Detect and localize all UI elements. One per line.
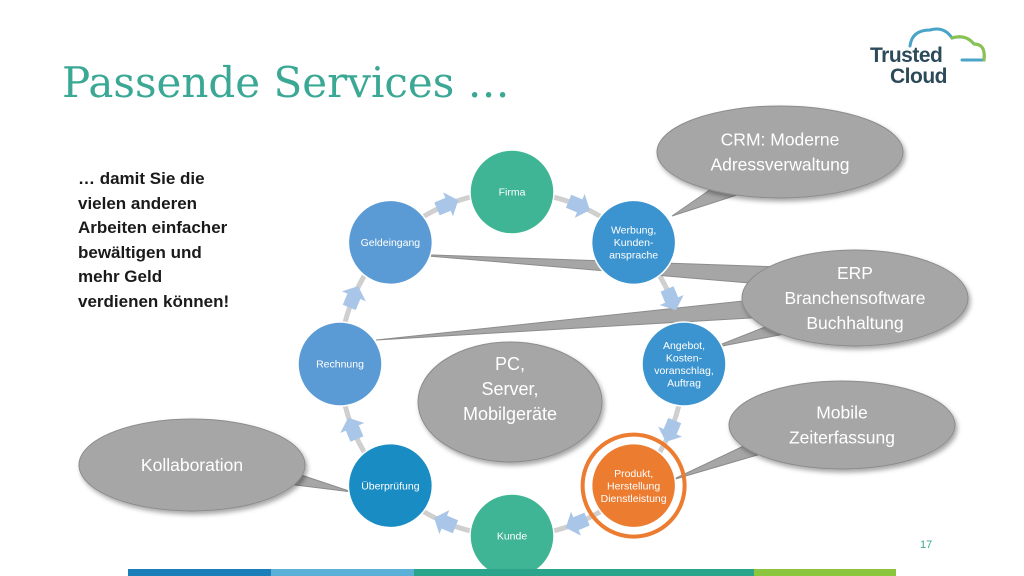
center-bubble: PC, Server, Mobilgeräte [417, 341, 603, 463]
intro-line: mehr Geld [78, 267, 163, 286]
cycle-node-firma: Firma [469, 149, 555, 235]
footer-segment [754, 569, 896, 576]
logo-text-line1: Trusted [870, 44, 943, 67]
footer-segment [414, 569, 754, 576]
node-label: Dienstleistung [601, 493, 667, 505]
intro-line: bewältigen und [78, 242, 202, 262]
intro-line: … damit Sie die [78, 169, 205, 188]
node-circle [641, 321, 727, 407]
node-label: Herstellung [607, 480, 660, 492]
cycle-node-kunde: Kunde [469, 493, 555, 576]
footer-segment [271, 569, 414, 576]
callout-shape [728, 380, 956, 470]
cycle-arrow-icon [434, 192, 459, 217]
node-label: Kunde [497, 531, 528, 543]
node-circle [347, 199, 434, 286]
intro-line: vielen anderen [78, 193, 198, 213]
trusted-cloud-logo: Trusted Cloud [866, 24, 996, 88]
callout-label: Branchensoftware [784, 288, 925, 308]
center-bubble-label: PC, [495, 354, 525, 374]
callout-label: ERP [837, 263, 873, 283]
node-circle [590, 442, 677, 529]
center-bubble-shape [417, 341, 603, 463]
intro-line: Arbeiten einfacher [78, 218, 228, 237]
callout-shape [741, 249, 969, 347]
highlight-ring [580, 432, 687, 539]
cloud-icon [908, 27, 986, 62]
slide-title: Passende Services … [62, 58, 510, 107]
cycle-node-ueberpruefung: Überprüfung [347, 442, 434, 529]
callout-shape [78, 418, 306, 512]
callout-label: Mobile [816, 403, 868, 423]
callout-label: Zeiterfassung [789, 428, 895, 448]
callout-kollaboration: Kollaboration [78, 418, 306, 512]
intro-line: verdienen können! [78, 291, 230, 311]
center-bubble-label: Server, [481, 379, 538, 399]
node-circle [590, 199, 677, 286]
callout-pointer-erp-rechnung [375, 294, 802, 341]
node-label: Überprüfung [361, 480, 420, 492]
cycle-arrow-icon [565, 511, 590, 536]
callout-shape [656, 105, 904, 199]
callout-label: Kollaboration [141, 455, 243, 475]
node-label: Rechnung [316, 359, 364, 371]
cycle-arrow-icon [658, 417, 683, 442]
footer-bar [128, 569, 896, 576]
node-label: Kosten- [666, 352, 703, 364]
logo-text-line2: Cloud [890, 65, 947, 88]
cycle-arrow-icon [565, 193, 590, 218]
cycle-arrow-icon [659, 286, 684, 311]
node-circle [469, 493, 555, 576]
node-circle [469, 149, 555, 235]
node-label: Angebot, [663, 340, 705, 352]
cycle-arrow-icon [341, 286, 366, 311]
center-bubble-label: Mobilgeräte [463, 404, 557, 424]
callout-label: Adressverwaltung [710, 155, 849, 175]
cycle-node-rechnung: Rechnung [297, 321, 383, 407]
cycle-node-geldeingang: Geldeingang [347, 199, 434, 286]
cycle-arrow-icon [434, 510, 459, 535]
node-label: Werbung, [611, 225, 656, 237]
cycle-arrow-icon [340, 417, 365, 442]
node-label: Auftrag [667, 377, 701, 389]
cycle-node-werbung: Werbung,Kunden-ansprache [590, 199, 677, 286]
cycle-node-angebot: Angebot,Kosten-voranschlag,Auftrag [641, 321, 727, 407]
node-label: Firma [499, 187, 526, 199]
node-label: Produkt, [614, 468, 653, 480]
intro-text: … damit Sie die vielen anderen Arbeiten … [78, 167, 278, 314]
node-circle [297, 321, 383, 407]
page-number: 17 [920, 539, 933, 551]
node-label: Kunden- [614, 237, 654, 249]
node-label: ansprache [609, 250, 658, 262]
footer-segment [128, 569, 271, 576]
node-label: voranschlag, [654, 365, 714, 377]
callout-label: CRM: Moderne [721, 130, 840, 150]
node-label: Geldeingang [361, 237, 421, 249]
callout-label: Buchhaltung [806, 313, 903, 333]
node-circle [347, 442, 434, 529]
